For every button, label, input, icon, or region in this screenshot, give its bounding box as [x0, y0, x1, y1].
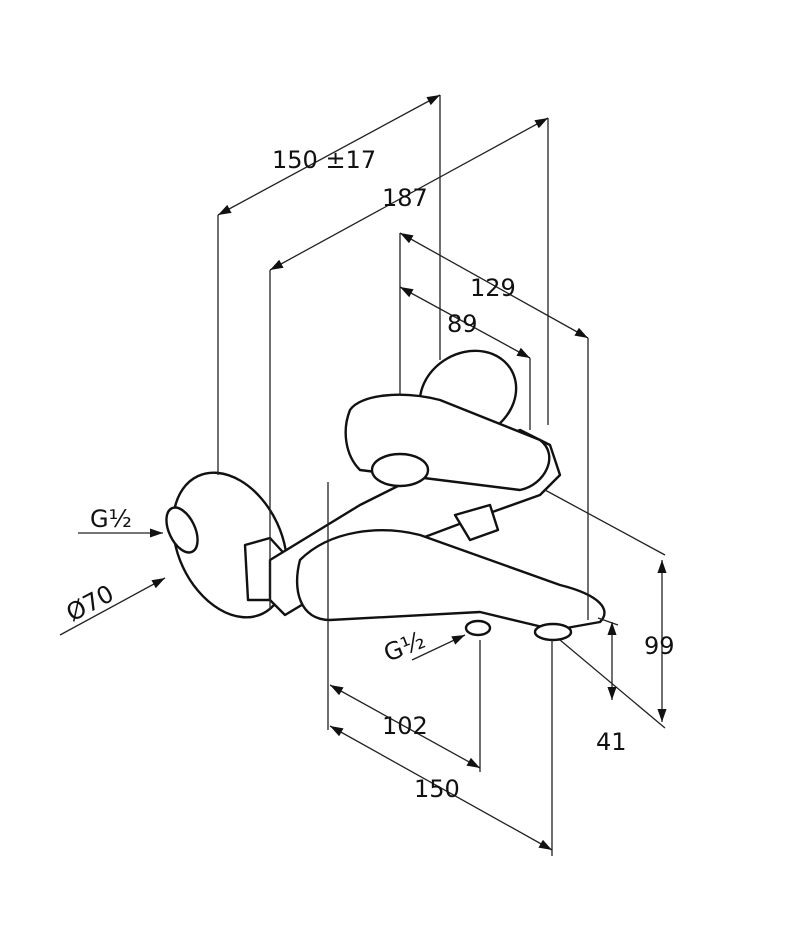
faucet-illustration [165, 349, 606, 642]
dimension-lines [59, 94, 667, 856]
label-rosette-diameter: Ø70 [62, 579, 119, 627]
label-187: 187 [382, 184, 428, 212]
label-99: 99 [644, 632, 675, 660]
cartridge-base [370, 452, 430, 488]
label-inlet-thread: G½ [90, 505, 132, 533]
label-129: 129 [470, 274, 516, 302]
inlet-connector [165, 506, 199, 554]
aerator [533, 622, 573, 642]
label-102: 102 [382, 712, 428, 740]
label-outlet-thread: G½ [380, 626, 429, 668]
diverter-knob [453, 503, 500, 542]
outlet-connector [464, 619, 492, 637]
label-89: 89 [447, 310, 478, 338]
label-150-17: 150 ±17 [272, 146, 376, 174]
label-41: 41 [596, 728, 627, 756]
label-150: 150 [414, 775, 460, 803]
spout [295, 529, 606, 632]
